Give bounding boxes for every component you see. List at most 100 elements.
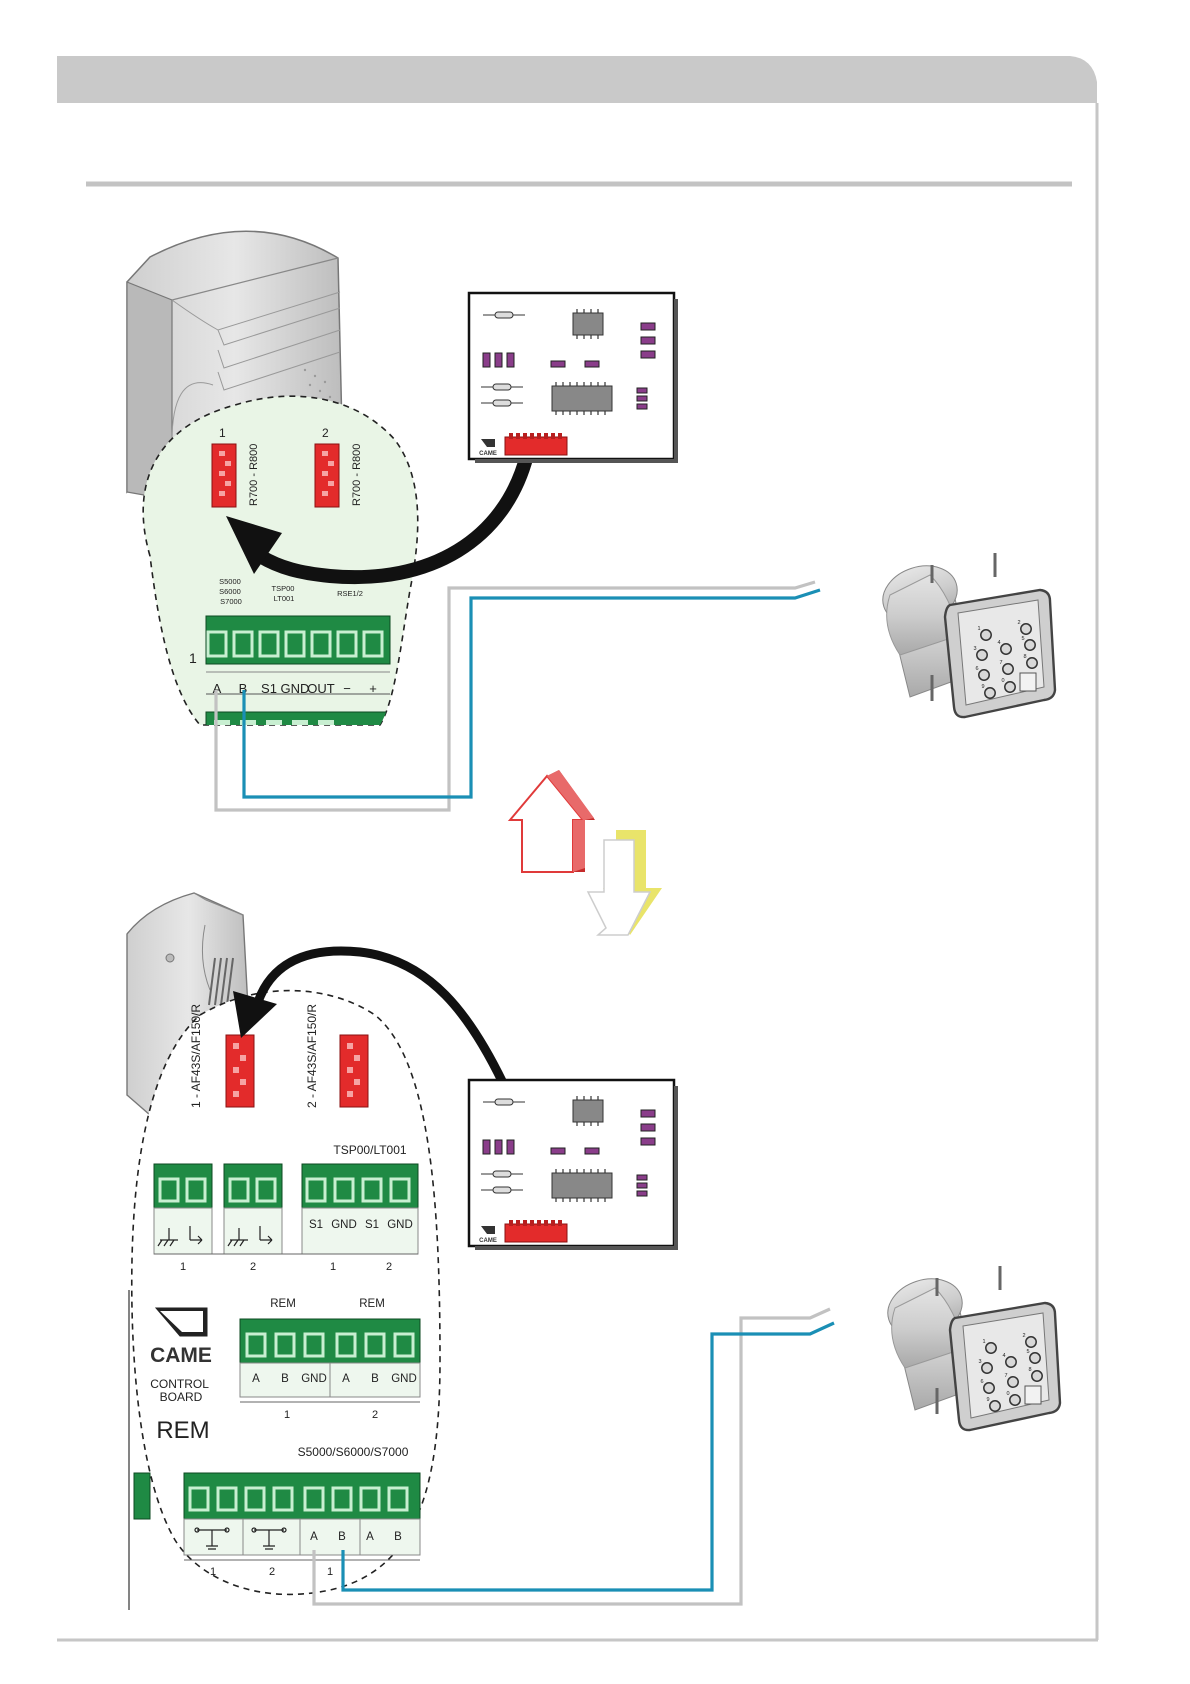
smd-part (637, 1183, 647, 1188)
lower-term-label-0: A (310, 1531, 318, 1543)
exchange-arrows (510, 770, 662, 935)
tsp-term-label-1: GND (331, 1219, 357, 1231)
board-shadow (674, 1086, 678, 1249)
top-terminal-label-5: − (343, 681, 351, 696)
board-connector (505, 1224, 567, 1242)
connector-pin (509, 1220, 513, 1226)
keypad-key-label: 9 (986, 1397, 989, 1403)
resistor-body (495, 1099, 513, 1105)
connector-pin (551, 1220, 555, 1226)
keypad-lens (1020, 673, 1036, 691)
keypad-key-label: 6 (975, 666, 978, 672)
keypad-key (1030, 1353, 1040, 1363)
keypad-key-label: 0 (1006, 1391, 1009, 1397)
rem-label-2: REM (359, 1298, 385, 1310)
keypad-key (1006, 1357, 1016, 1367)
bottom-slot1-label: 1 - AF43S/AF150/R (189, 1004, 203, 1108)
top-radio-board: CAME (469, 293, 678, 463)
connector-pin (537, 1220, 541, 1226)
top-grp3-label: RSE1/2 (337, 589, 363, 598)
connector-pin (551, 433, 555, 439)
rem-num-0: 1 (284, 1409, 290, 1421)
connector-pin (516, 1220, 520, 1226)
chip-small-body (573, 313, 603, 335)
smd-part (637, 388, 647, 393)
keypad-key (982, 1363, 992, 1373)
board-connector (505, 437, 567, 455)
keypad-key-label: 8 (1023, 654, 1026, 660)
smd-part (641, 351, 655, 358)
upper-row-num-1: 2 (250, 1261, 256, 1273)
keypad-key (1027, 658, 1037, 668)
smd-part (585, 1148, 599, 1154)
upper-row-num-3: 2 (386, 1261, 392, 1273)
smd-part (483, 353, 490, 367)
smd-part (641, 337, 655, 344)
top-grp2-label: TSP00 LT001 (271, 584, 296, 603)
resistor-body (493, 1187, 511, 1193)
smd-part (637, 396, 647, 401)
keypad-key-label: 4 (1002, 1353, 1005, 1359)
keypad-key (1003, 664, 1013, 674)
smd-part (551, 1148, 565, 1154)
smd-part (641, 1110, 655, 1117)
resistor-body (495, 312, 513, 318)
keypad-key (981, 630, 991, 640)
brand-text: CAME (150, 1344, 212, 1367)
keypad-key-label: 3 (973, 646, 976, 652)
bottom-slot2-label: 2 - AF43S/AF150/R (305, 1004, 319, 1108)
top-terminal-screw (208, 632, 226, 656)
keypad-key (1005, 682, 1015, 692)
smd-part (483, 1140, 490, 1154)
keypad-key-label: 3 (978, 1359, 981, 1365)
tsp-term-label-3: GND (387, 1219, 413, 1231)
top-slot2-label: R700 - R800 (351, 444, 363, 506)
top-slot1-num: 1 (219, 426, 226, 440)
rem-term-label-5: GND (391, 1373, 417, 1385)
rem-term-label-2: GND (301, 1373, 327, 1385)
chip-large-body (552, 1173, 612, 1198)
connector-pin (537, 433, 541, 439)
keypad-key (1025, 640, 1035, 650)
rem-term-label-4: B (371, 1373, 379, 1385)
header-bar (57, 56, 1097, 103)
smd-part (641, 1138, 655, 1145)
upper-row-num-2: 1 (330, 1261, 336, 1273)
keypad-key-label: 1 (977, 626, 980, 632)
top-grp1-label: S5000 S6000 S7000 (219, 577, 243, 606)
bottom-radio-board: CAME (469, 1080, 678, 1250)
board-shadow (475, 459, 678, 463)
keypad-key (1021, 624, 1031, 634)
top-terminal-label-2: S1 (261, 681, 277, 696)
resistor-body (493, 1171, 511, 1177)
keypad-key-label: 7 (999, 660, 1002, 666)
lower-term-label-2: A (366, 1531, 374, 1543)
keypad-key (1001, 644, 1011, 654)
top-terminal-label-6: + (369, 681, 377, 696)
keypad-key (1010, 1395, 1020, 1405)
keypad-lens (1025, 1386, 1041, 1404)
keypad-key-label: 7 (1004, 1373, 1007, 1379)
keypad-key-label: 5 (1026, 1349, 1029, 1355)
top-terminal-screw (364, 632, 382, 656)
keypad-key-label: 2 (1017, 620, 1020, 626)
smd-part (637, 1191, 647, 1196)
rem-big-text: REM (156, 1417, 209, 1444)
keypad-key-label: 4 (997, 640, 1000, 646)
smd-part (637, 1175, 647, 1180)
top-terminal-screw (260, 632, 278, 656)
lower-row-num-0: 1 (210, 1566, 216, 1578)
connector-pin (523, 433, 527, 439)
up-arrow (510, 770, 595, 872)
smd-part (637, 404, 647, 409)
rem-term-label-3: A (342, 1373, 350, 1385)
tsp-term-label-2: S1 (365, 1219, 379, 1231)
keypad-key-label: 0 (1001, 678, 1004, 684)
keypad-key (985, 688, 995, 698)
connector-pin (558, 1220, 562, 1226)
top-slot1-connector (212, 444, 236, 507)
connector-pin (558, 433, 562, 439)
connector-pin (530, 433, 534, 439)
